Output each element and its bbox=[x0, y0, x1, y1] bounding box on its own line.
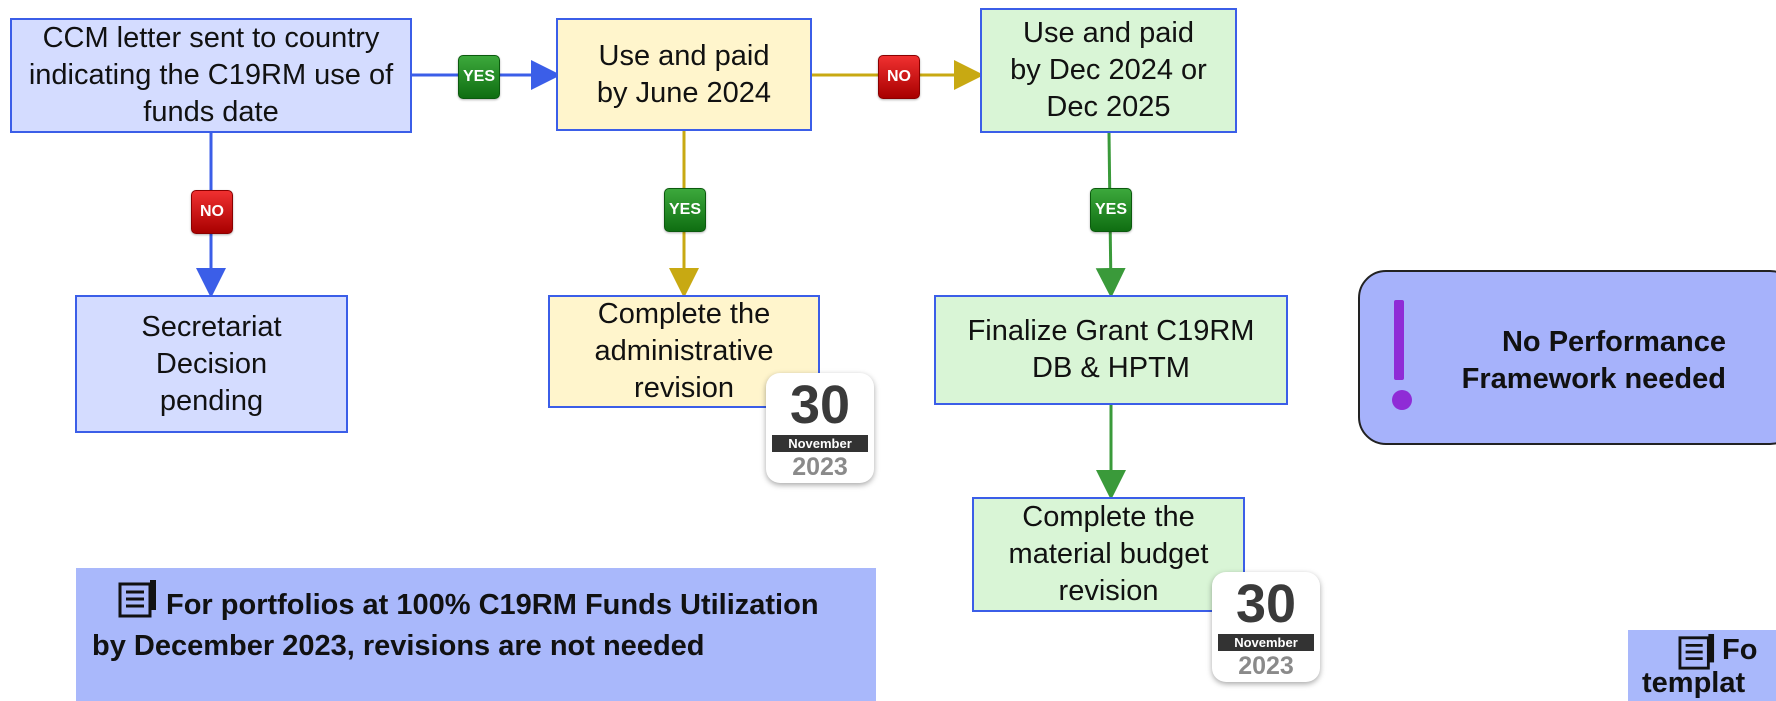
box-finalize-text: Finalize Grant C19RM DB & HPTM bbox=[967, 315, 1255, 384]
box-material-text: Complete the material budget revision bbox=[1008, 501, 1209, 607]
calendar-day: 30 bbox=[1235, 574, 1297, 634]
exclamation-icon bbox=[1392, 300, 1412, 412]
box-material-budget-revision: Complete the material budget revision bbox=[972, 497, 1245, 612]
portfolio-note-text: For portfolios at 100% C19RM Funds Utili… bbox=[92, 589, 819, 662]
box-use-june-text: Use and paid by June 2024 bbox=[596, 39, 772, 109]
no-badge-june-to-dec: NO bbox=[878, 55, 920, 99]
calendar-icon: 30 November 2023 bbox=[766, 373, 874, 483]
calendar-month: November bbox=[1218, 634, 1314, 651]
box-finalize-grant: Finalize Grant C19RM DB & HPTM bbox=[934, 295, 1288, 405]
calendar-year: 2023 bbox=[1238, 652, 1294, 680]
box-use-dec-2024-2025: Use and paid by Dec 2024 or Dec 2025 bbox=[980, 8, 1237, 133]
template-note-partial: Fo templat bbox=[1628, 630, 1776, 701]
box-secretariat-text: Secretariat Decision pending bbox=[141, 310, 282, 417]
box-ccm-letter-text: CCM letter sent to country indicating th… bbox=[28, 22, 394, 128]
calendar-day: 30 bbox=[789, 375, 851, 435]
performance-framework-callout: No Performance Framework needed bbox=[1358, 270, 1776, 445]
box-use-june-2024: Use and paid by June 2024 bbox=[556, 18, 812, 131]
document-icon bbox=[1678, 634, 1716, 678]
box-admin-text: Complete the administrative revision bbox=[594, 298, 774, 404]
box-ccm-letter: CCM letter sent to country indicating th… bbox=[10, 18, 412, 133]
yes-badge-ccm-to-june: YES bbox=[458, 55, 500, 99]
calendar-month: November bbox=[772, 435, 868, 452]
box-use-dec-text: Use and paid by Dec 2024 or Dec 2025 bbox=[1010, 17, 1207, 123]
yes-badge-june-to-admin: YES bbox=[664, 188, 706, 232]
document-icon bbox=[118, 580, 158, 628]
no-badge-ccm-to-secretariat: NO bbox=[191, 190, 233, 234]
yes-badge-dec-to-finalize: YES bbox=[1090, 188, 1132, 232]
template-note-text: Fo templat bbox=[1642, 634, 1758, 699]
callout-text: No Performance Framework needed bbox=[1461, 326, 1726, 395]
box-secretariat-decision: Secretariat Decision pending bbox=[75, 295, 348, 433]
calendar-year: 2023 bbox=[792, 453, 848, 481]
portfolio-note: For portfolios at 100% C19RM Funds Utili… bbox=[76, 568, 876, 701]
calendar-icon: 30 November 2023 bbox=[1212, 572, 1320, 682]
